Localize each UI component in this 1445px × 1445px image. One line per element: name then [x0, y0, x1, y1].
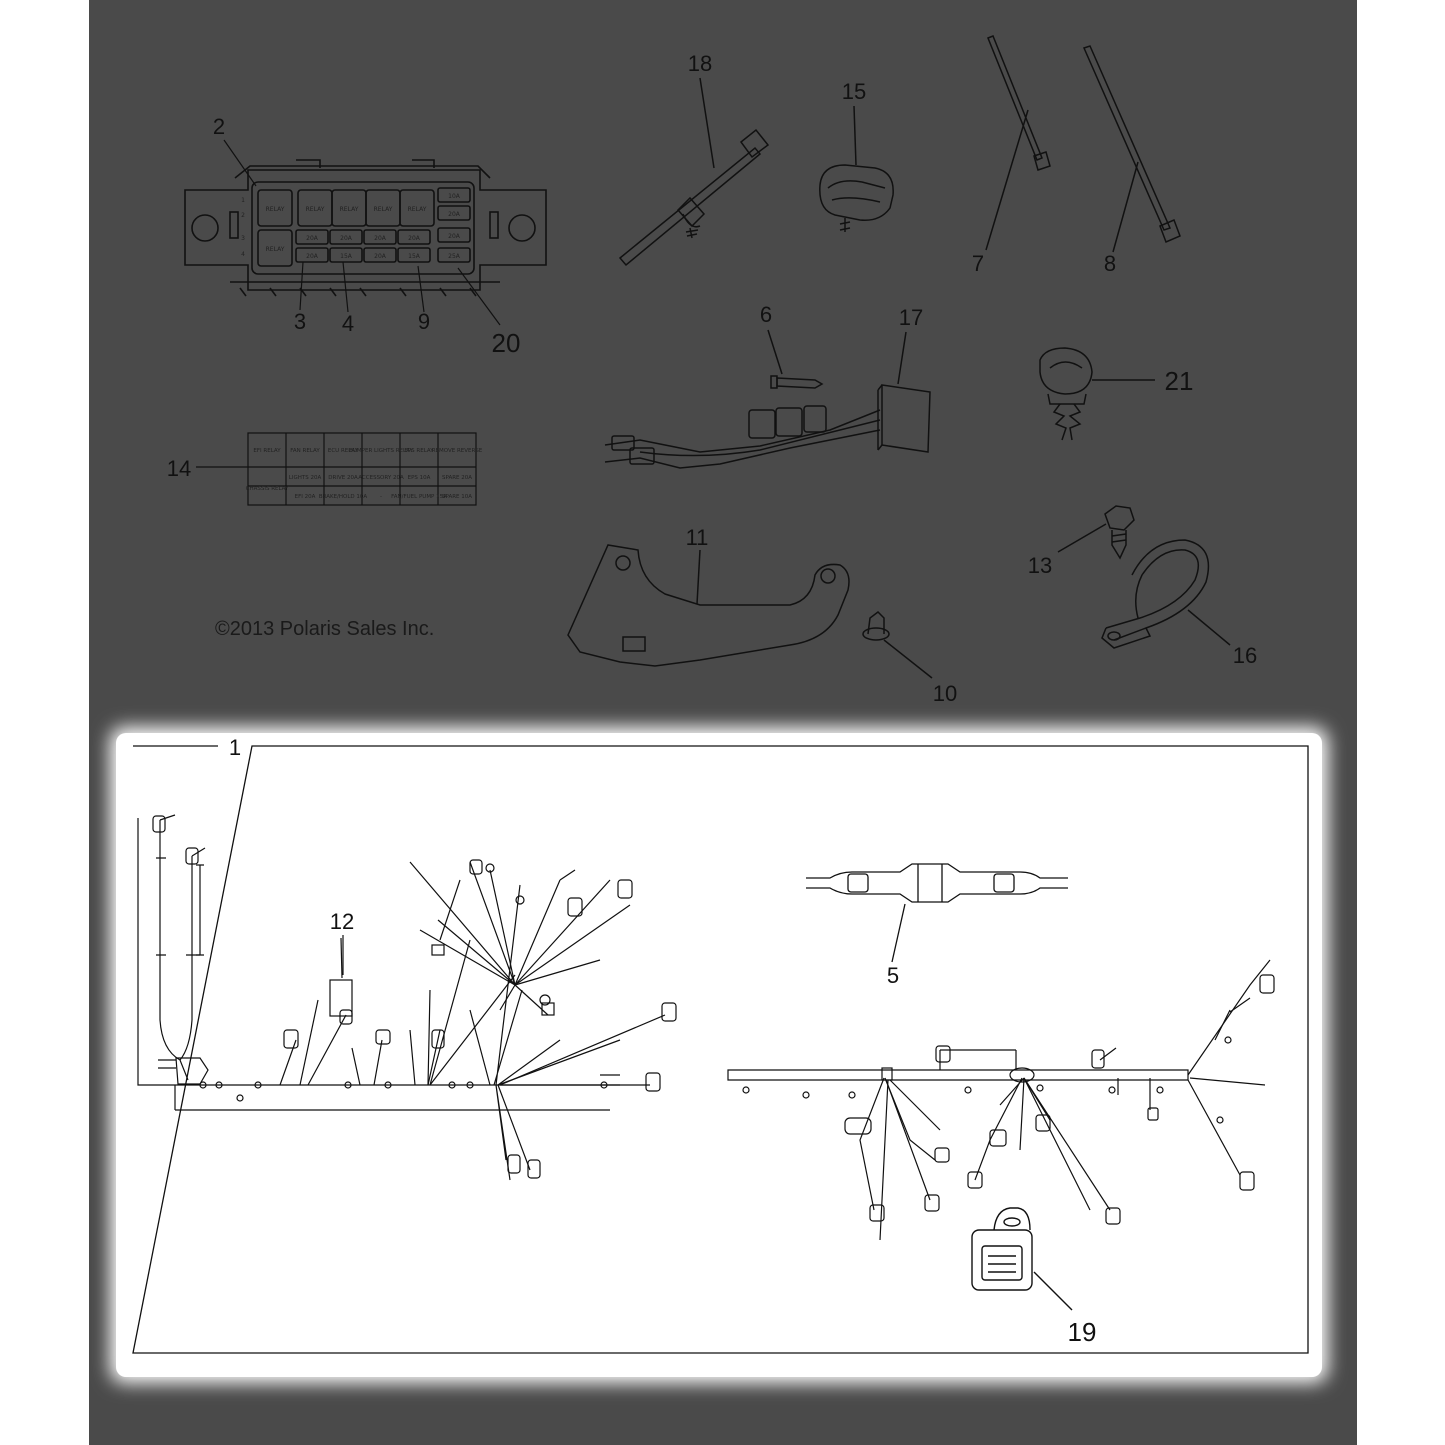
fuse-label: 20A	[306, 235, 319, 242]
callout-10: 10	[933, 681, 957, 706]
callout-17: 17	[899, 305, 923, 330]
callout-1: 1	[229, 735, 241, 760]
fuse-label-text: EFI RELAY FAN RELAY ECU RELAY BUMPER LIG…	[246, 448, 483, 500]
decal-cell: FAN/FUEL PUMP 15A	[391, 494, 447, 500]
relay-label: RELAY	[408, 206, 427, 213]
edge-clip	[1039, 347, 1155, 441]
fuse-label: 20A	[306, 253, 319, 260]
inline-connector	[806, 863, 1068, 963]
callout-11: 11	[686, 525, 709, 550]
decal-cell: LIGHTS 20A	[289, 475, 322, 481]
relay-label: RELAY	[266, 206, 285, 213]
panel-border	[132, 745, 1309, 1354]
callout-6: 6	[760, 302, 772, 327]
callout-3: 3	[294, 309, 306, 334]
fuse-box-labels: RELAY RELAY RELAY RELAY RELAY RELAY 10A …	[241, 193, 461, 260]
fuse-label: 10A	[448, 193, 461, 200]
main-harness-left	[137, 814, 677, 1181]
callout-5: 5	[887, 963, 899, 988]
decal-cell: EFI 20A	[295, 494, 316, 500]
row-number: 2	[241, 212, 245, 219]
decal-cell: DRIVE 20A	[328, 475, 358, 481]
fuse-label: 20A	[408, 235, 421, 242]
decal-cell: -	[380, 494, 382, 500]
callout-4: 4	[342, 311, 354, 336]
pigtail-harness	[604, 329, 931, 469]
relay-label: RELAY	[266, 246, 285, 253]
decal-cell: REMOVE REVERSE	[432, 448, 483, 454]
relay-label: RELAY	[306, 206, 325, 213]
fuse-label-decal	[196, 432, 477, 506]
fuse-label: 20A	[340, 235, 353, 242]
callout-21: 21	[1165, 366, 1194, 396]
mounting-bracket	[567, 544, 850, 667]
callout-20: 20	[492, 328, 521, 358]
fuse-label: 20A	[374, 235, 387, 242]
fuse-label: 15A	[340, 253, 353, 260]
callout-16: 16	[1233, 643, 1257, 668]
callout-7: 7	[972, 251, 984, 276]
decal-cell: EFI RELAY	[253, 448, 281, 454]
decal-cell: FAN RELAY	[290, 448, 320, 454]
callout-19: 19	[1068, 1317, 1097, 1347]
screw	[1057, 505, 1135, 560]
harness-panel	[116, 733, 1322, 1377]
decal-cell: ACCESSORY 20A	[358, 475, 404, 481]
fuse-label: 20A	[448, 211, 461, 218]
callout-15: 15	[842, 79, 866, 104]
cable-tie-long	[1082, 45, 1181, 253]
callout-numbers: 2 3 4 9 20 14 18 15 7 8 6 17 21 11 13 16…	[167, 51, 1257, 1347]
fuse-label: 25A	[448, 253, 461, 260]
row-number: 1	[241, 197, 245, 204]
decal-cell: SPARE 10A	[442, 494, 472, 500]
decal-cell: EPS 10A	[408, 475, 431, 481]
decal-cell: BRAKE/HOLD 10A	[319, 494, 368, 500]
callout-9: 9	[418, 309, 430, 334]
decal-cell: EPS RELAY	[404, 448, 434, 454]
relay-label: RELAY	[340, 206, 359, 213]
fuse-box-leaders	[223, 139, 501, 326]
decal-cell: CHASSIS RELAY	[246, 486, 289, 492]
fuse-label: 20A	[374, 253, 387, 260]
decal-cell: BUMPER LIGHTS RELAY	[349, 448, 413, 454]
row-number: 4	[241, 251, 245, 258]
cable-tie-short	[985, 35, 1051, 251]
row-number: 3	[241, 235, 245, 242]
callout-18: 18	[688, 51, 712, 76]
callout-2: 2	[213, 114, 225, 139]
connector-clip	[819, 105, 894, 232]
push-mount-tie	[618, 77, 770, 267]
decal-cell: ECU RELAY	[328, 448, 359, 454]
copyright-text: ©2013 Polaris Sales Inc.	[215, 618, 434, 640]
id-tag	[971, 1207, 1073, 1311]
callout-14: 14	[167, 456, 191, 481]
fuse-box	[184, 159, 547, 297]
push-rivet	[862, 611, 933, 679]
p-clamp	[1101, 539, 1231, 649]
main-harness-right	[727, 959, 1275, 1241]
decal-cell: SPARE 20A	[442, 475, 472, 481]
relay-label: RELAY	[374, 206, 393, 213]
callout-8: 8	[1104, 251, 1116, 276]
fuse-label: 15A	[408, 253, 421, 260]
callout-12: 12	[330, 909, 354, 934]
fuse-label: 20A	[448, 233, 461, 240]
callout-13: 13	[1028, 553, 1052, 578]
